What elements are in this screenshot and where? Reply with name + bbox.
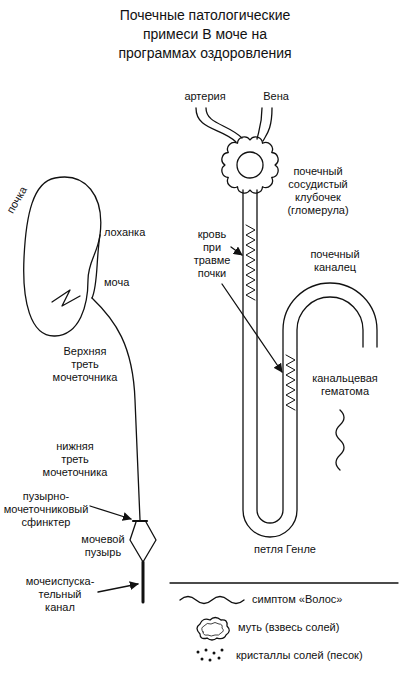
artery <box>206 108 242 138</box>
vein <box>263 108 272 141</box>
organ-label: почка <box>4 184 30 215</box>
ureter <box>92 298 140 520</box>
vessel-label: артерия <box>184 90 225 103</box>
legend-hair-symbol <box>180 597 244 604</box>
artery <box>196 108 236 142</box>
kidney-outline <box>24 177 101 336</box>
legend-turbidity-symbol <box>202 623 224 637</box>
legend-text: симптом «Волос» <box>252 593 342 606</box>
tubule-hematoma <box>246 225 255 300</box>
part-label: мочевой пузырь <box>81 533 124 559</box>
vessel-label: Вена <box>263 90 289 103</box>
tubule <box>257 190 377 523</box>
part-label: моча <box>104 276 129 289</box>
urethra <box>142 562 145 602</box>
leader-arrow <box>231 247 242 255</box>
part-label: почечный каналец <box>310 248 359 274</box>
part-label: мочеиспуска- тельный канал <box>26 575 95 614</box>
legend-text: муть (взвесь солей) <box>238 621 339 634</box>
leader-arrow <box>98 584 138 592</box>
part-label: нижняя треть мочеточника <box>43 440 108 479</box>
legend-sand-symbol <box>197 649 224 662</box>
legend-turbidity-symbol <box>197 618 229 641</box>
hair-symptom <box>336 410 344 470</box>
part-label: канальцевая гематома <box>312 372 378 398</box>
part-label: лоханка <box>104 226 145 239</box>
title: Почечные патологические примеси В моче н… <box>115 6 295 63</box>
renal-pelvis <box>92 235 100 298</box>
legend-separator <box>170 582 398 583</box>
part-label: Верхняя треть мочеточника <box>53 345 118 384</box>
part-label: пузырно- мочеточниковый сфинктер <box>4 490 89 529</box>
part-label: почечный сосудистый клубочек (гломерула) <box>287 165 348 217</box>
vein <box>257 108 262 139</box>
glomerulus <box>222 137 278 193</box>
tubule-hematoma <box>286 355 295 410</box>
urine-mark <box>52 290 80 306</box>
callout-label: кровь при травме почки <box>194 228 231 280</box>
leader-arrow <box>90 506 131 519</box>
sphincter <box>133 520 147 522</box>
legend-text: кристаллы солей (песок) <box>236 649 363 662</box>
tubule <box>243 190 363 537</box>
bladder <box>130 522 156 562</box>
part-label: петля Генле <box>254 543 316 556</box>
leader-arrow <box>222 284 282 372</box>
glomerulus-inner <box>237 152 263 178</box>
